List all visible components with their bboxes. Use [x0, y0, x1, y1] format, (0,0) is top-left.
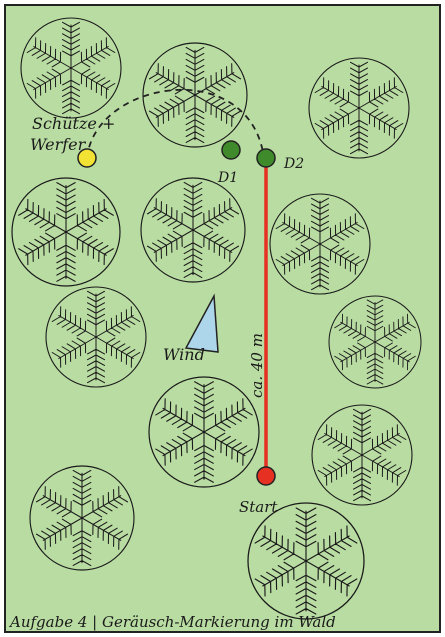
start-label: Start	[239, 498, 278, 516]
d1-label: D1	[217, 170, 238, 186]
distance-label: ca. 40 m	[248, 333, 266, 398]
thrower-label: Werfer	[30, 135, 87, 154]
wind-label: Wind	[163, 345, 205, 364]
d2-label: D2	[283, 156, 304, 172]
caption: Aufgabe 4 | Geräusch-Markierung im Wald	[8, 613, 336, 631]
shooter-label: Schütze +	[32, 114, 115, 133]
start-marker	[257, 467, 275, 485]
dummy-d2-marker	[257, 149, 275, 167]
dummy-d1-marker	[222, 141, 240, 159]
